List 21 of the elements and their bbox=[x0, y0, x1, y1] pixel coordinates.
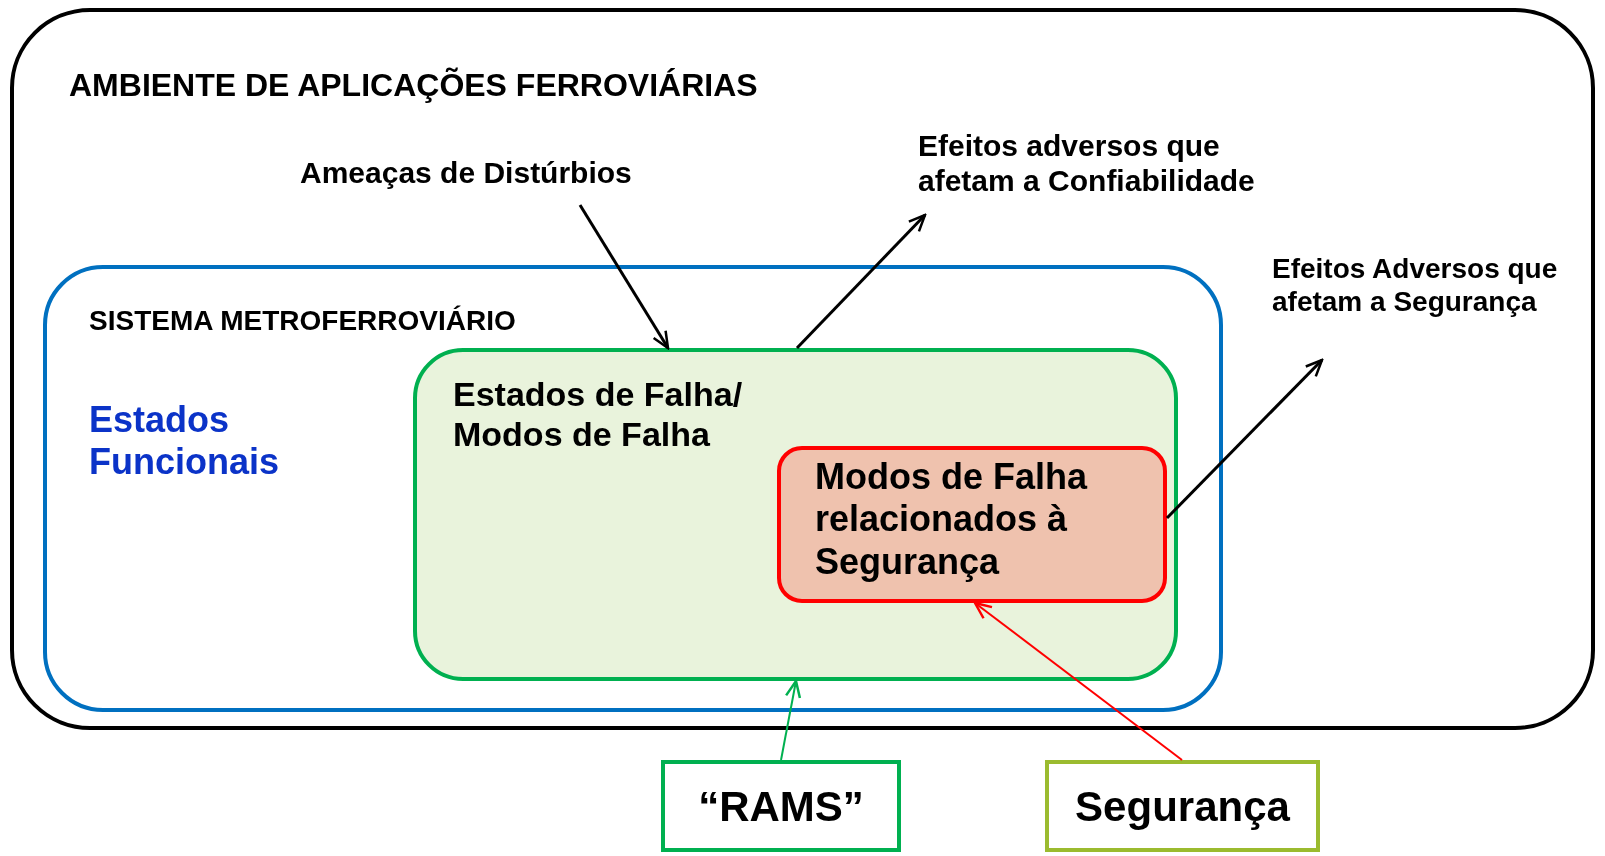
group-title: AMBIENTE DE APLICAÇÕES FERROVIÁRIAS bbox=[69, 67, 758, 105]
arrow bbox=[973, 601, 1183, 761]
group-title: Estados de Falha/ Modos de Falha bbox=[453, 374, 744, 455]
state-label: Estados Funcionais bbox=[89, 399, 281, 484]
arrow bbox=[780, 679, 802, 761]
arrow bbox=[1165, 358, 1324, 520]
process-box bbox=[777, 446, 1167, 603]
arrow bbox=[795, 213, 927, 350]
process-box bbox=[1045, 760, 1320, 852]
process-box bbox=[661, 760, 901, 852]
arrow bbox=[578, 204, 670, 350]
node-text: Modos de Falha relacionados à Segurança bbox=[815, 456, 1089, 584]
node-text: “RAMS” bbox=[697, 782, 865, 832]
region-box bbox=[43, 265, 1223, 712]
region-box bbox=[413, 348, 1178, 681]
node-text: Segurança bbox=[1074, 782, 1291, 832]
group-title: SISTEMA METROFERROVIÁRIO bbox=[89, 304, 516, 338]
node-text: Efeitos Adversos que afetam a Segurança bbox=[1272, 252, 1591, 319]
node-text: Efeitos adversos que afetam a Confiabilidade bbox=[918, 128, 1288, 199]
region-box bbox=[10, 8, 1595, 730]
node-text: Ameaças de Distúrbios bbox=[300, 155, 632, 191]
